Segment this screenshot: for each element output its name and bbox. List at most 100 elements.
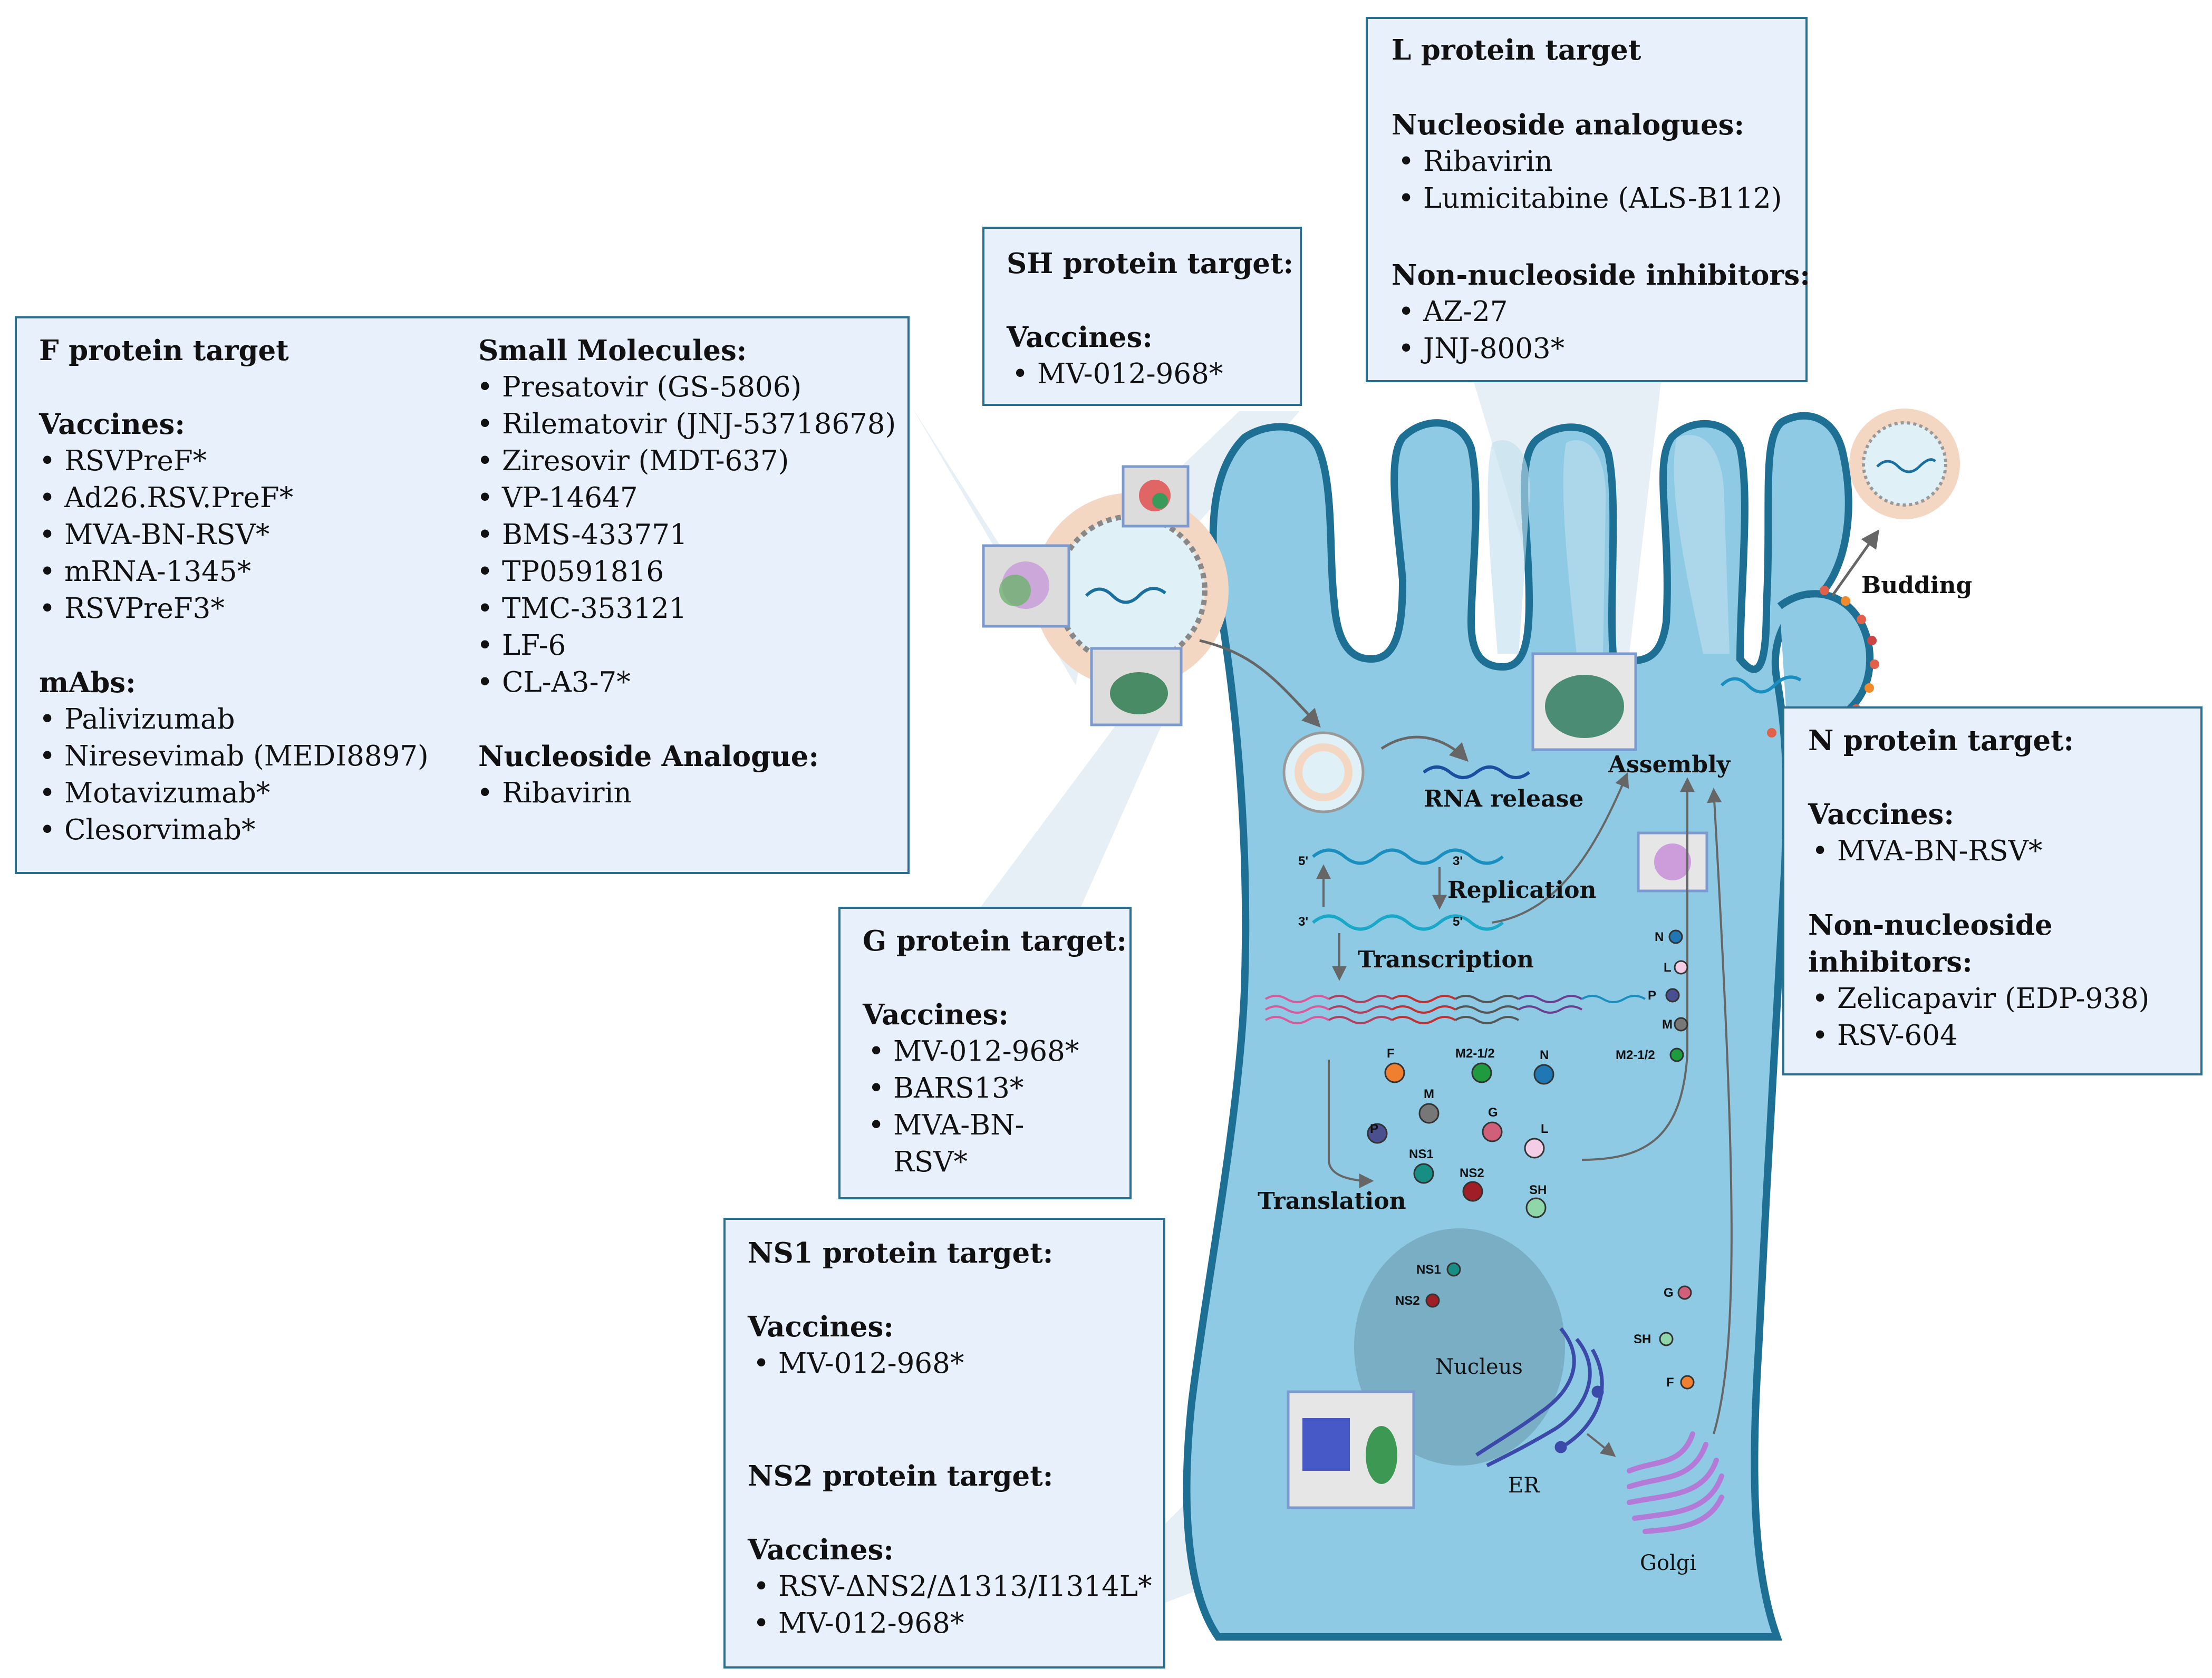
rna-release-label: RNA release [1424, 785, 1584, 812]
strand-end-label: 3' [1298, 915, 1309, 929]
protein-label: SH [1634, 1332, 1651, 1346]
protein-dot-sh [1525, 1197, 1547, 1218]
bullet: • [39, 519, 56, 551]
bullet: • [1398, 296, 1415, 328]
list-item: RSVPreF*• [39, 445, 207, 477]
bullet: • [477, 482, 494, 514]
bullet: • [477, 593, 494, 625]
section-heading: Vaccines: [863, 998, 1009, 1031]
box-title: SH protein target: [1007, 247, 1294, 280]
bullet: • [39, 777, 56, 809]
protein-dot-g [1482, 1121, 1503, 1142]
section-heading: Nucleoside Analogue: [478, 740, 819, 773]
list-item: MV-012-968*• [753, 1607, 964, 1640]
er-to-golgi-arrow [1586, 1433, 1616, 1457]
g-callout [981, 701, 1165, 907]
replication-label: Replication [1447, 877, 1597, 904]
list-item: RSVPreF3*• [39, 593, 225, 625]
section-heading: Vaccines: [748, 1311, 894, 1343]
list-item: Motavizumab*• [39, 777, 271, 809]
protein-dot-f [1384, 1062, 1405, 1083]
list-item: MV-012-968*• [868, 1035, 1079, 1068]
protein-dot-m [1674, 1017, 1688, 1032]
protein-dot-ns1 [1413, 1163, 1434, 1184]
golgi-label: Golgi [1640, 1551, 1697, 1575]
bullet: • [477, 777, 494, 809]
structure-thumbnail-n [1637, 831, 1708, 893]
list-item: Palivizumab• [39, 703, 235, 735]
list-item: Ad26.RSV.PreF*• [39, 482, 294, 514]
protein-label: F [1666, 1375, 1674, 1390]
structure-thumbnail-ns [1287, 1390, 1415, 1509]
list-item: TP0591816• [477, 556, 664, 588]
bullet: • [477, 519, 494, 551]
list-item: BARS13*• [868, 1072, 1024, 1104]
bullet: • [753, 1347, 770, 1380]
bud-rna [1720, 675, 1802, 694]
protein-label: L [1541, 1122, 1549, 1136]
protein-dot-ns1 [1446, 1262, 1461, 1277]
section-heading: mAbs: [39, 666, 136, 699]
list-item: Rilematovir (JNJ-53718678)• [477, 408, 896, 440]
protein-dot-ns2 [1462, 1181, 1483, 1202]
bullet: • [1812, 1020, 1829, 1052]
nucleus-label: Nucleus [1435, 1355, 1523, 1379]
protein-label: P [1370, 1122, 1379, 1136]
strand-end-label: 5' [1453, 915, 1463, 929]
protein-label: L [1664, 961, 1672, 975]
list-item: mRNA-1345*• [39, 556, 252, 588]
protein-label: G [1488, 1105, 1498, 1120]
list-item: Ribavirin• [477, 777, 632, 809]
protein-dot-l [1674, 960, 1688, 975]
bullet: • [477, 629, 494, 662]
bullet: • [868, 1035, 885, 1068]
l-protein-target-box: L protein target Nucleoside analogues: R… [1366, 17, 1810, 382]
bullet: • [39, 740, 56, 772]
rna-release-arrow [1380, 735, 1469, 762]
section-heading: Vaccines: [748, 1534, 894, 1566]
list-item: LF-6• [477, 629, 566, 662]
protein-label: M [1662, 1017, 1673, 1032]
golgi-apparatus [1627, 1431, 1724, 1534]
f-protein-target-box: F protein target Vaccines: RSVPreF*• Ad2… [15, 316, 910, 874]
bullet: • [477, 445, 494, 477]
list-item: Presatovir (GS-5806)• [477, 371, 802, 403]
protein-dot-sh [1659, 1332, 1674, 1346]
protein-dot-g [1677, 1285, 1692, 1300]
microvilli-highlight [1674, 435, 1730, 654]
bullet: • [39, 593, 56, 625]
protein-dot-n [1533, 1064, 1554, 1085]
section-heading: inhibitors: [1808, 946, 1973, 978]
bullet: • [39, 445, 56, 477]
genome-strand-top [1312, 848, 1504, 865]
list-item: RSV-ΔNS2/Δ1313/I1314L*• [753, 1570, 1152, 1603]
list-item: Clesorvimab*• [39, 814, 256, 846]
protein-label: SH [1529, 1183, 1547, 1197]
section-heading: Vaccines: [39, 408, 185, 441]
bullet: • [39, 482, 56, 514]
list-item: AZ-27• [1398, 296, 1508, 328]
list-item: Zelicapavir (EDP-938)• [1812, 983, 2150, 1015]
section-heading: Vaccines: [1808, 798, 1954, 831]
n-protein-target-box: N protein target: Vaccines: MVA-BN-RSV*•… [1782, 706, 2203, 1075]
protein-label: N [1540, 1048, 1549, 1062]
structure-thumbnail-f [982, 544, 1070, 628]
budded-virion [1849, 409, 1960, 519]
protein-label: G [1664, 1286, 1674, 1300]
box-title: G protein target: [863, 925, 1127, 957]
genome-strand-bottom [1312, 914, 1504, 931]
bullet: • [868, 1072, 885, 1104]
endosome [1282, 731, 1365, 813]
strand-end-label: 5' [1298, 854, 1309, 868]
protein-dot-n [1668, 929, 1683, 944]
structure-thumbnail-l [1531, 652, 1637, 751]
endoplasmic-reticulum [1475, 1327, 1604, 1468]
protein-label: M2-1/2 [1616, 1048, 1655, 1062]
list-item: MVA-BN-• [868, 1109, 1025, 1141]
list-item: RSV-604• [1812, 1020, 1958, 1052]
box-title: L protein target [1392, 34, 1641, 66]
protein-label: F [1387, 1046, 1395, 1061]
g-protein-target-box: G protein target: Vaccines: MV-012-968*•… [838, 907, 1132, 1199]
